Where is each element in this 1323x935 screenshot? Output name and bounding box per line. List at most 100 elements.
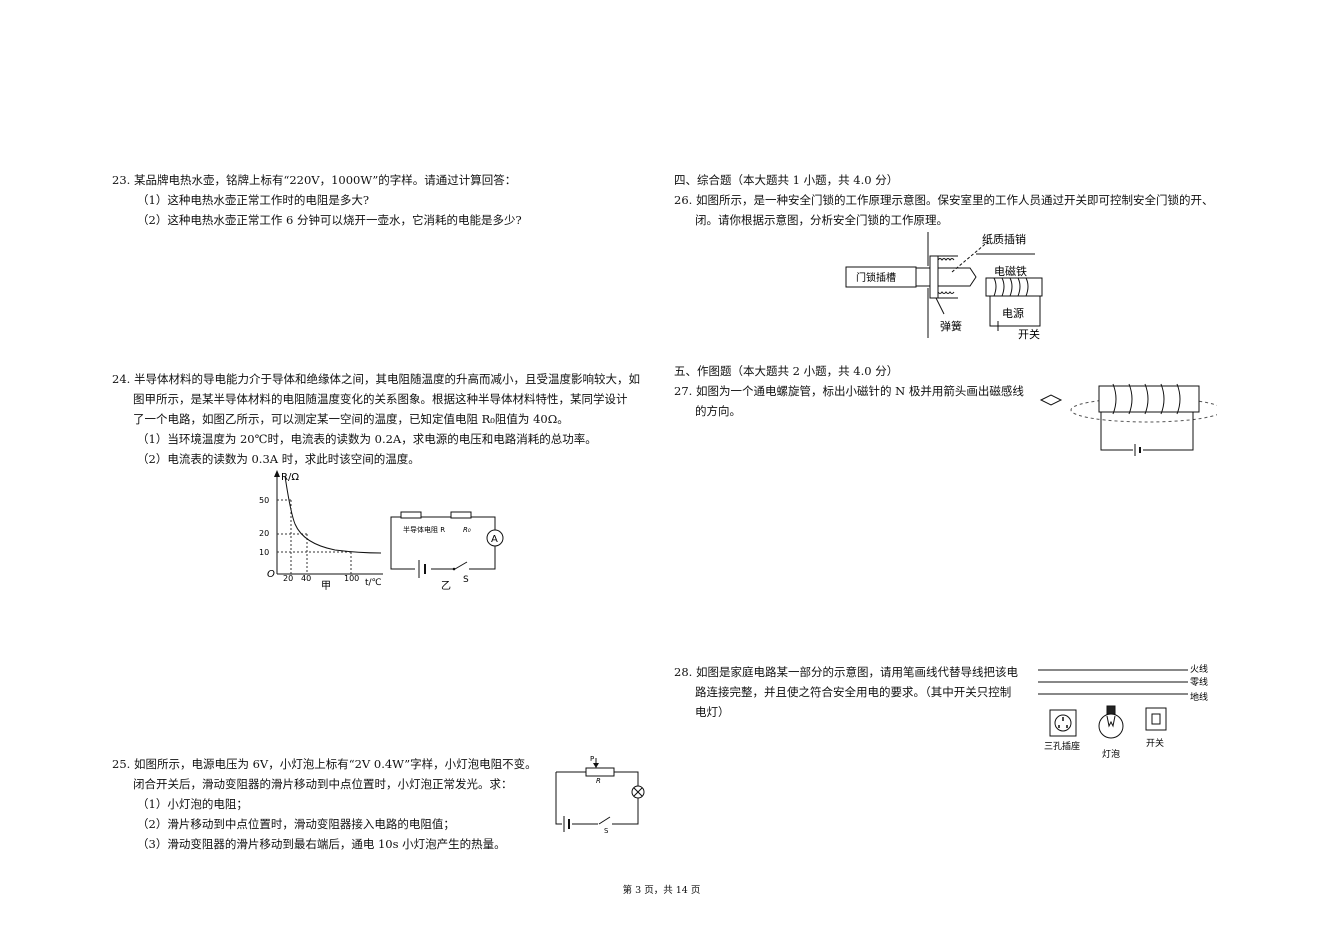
q26-line-2: 闭。请你根据示意图，分析安全门锁的工作原理。 [695, 213, 948, 227]
q25-part-1: （1）小灯泡的电阻； [137, 797, 248, 811]
section-5-title: 五、作图题（本大题共 2 小题，共 4.0 分） [674, 364, 899, 378]
neutral-label: 零线 [1190, 676, 1208, 688]
slider-arrow [593, 763, 599, 768]
switch-rocker [1151, 713, 1161, 725]
solenoid-battery-gap [1133, 444, 1143, 456]
q25-line-2: 闭合开关后，滑动变阻器的滑片移动到中点位置时，小灯泡正常发光。求： [133, 777, 513, 791]
q23-part-2: （2）这种电热水壶正常工作 6 分钟可以烧开一壶水，它消耗的电能是多少? [137, 213, 522, 227]
lamp-cross-2 [633, 787, 643, 797]
section-5: 五、作图题（本大题共 2 小题，共 4.0 分） 27. 如图为一个通电螺旋管，… [674, 361, 1234, 421]
electromagnet-coil [993, 277, 1029, 297]
q26-lock-figure: 门锁插槽 纸质插销 电磁铁 电源 开关 弹簧 [845, 232, 1043, 341]
question-23: 23. 某品牌电热水壶，铭牌上标有“220V，1000W”的字样。请通过计算回答… [112, 170, 652, 230]
circuit-caption: 乙 [441, 580, 451, 592]
spring-bottom [937, 291, 955, 294]
solenoid-coil [1112, 383, 1181, 415]
q24-circuit-figure: 半导体电阻 R R₀ A S 乙 [390, 511, 504, 592]
y-tick-10: 10 [259, 548, 269, 557]
switch-label: 开关 [1146, 737, 1164, 749]
q25-switch-gap [598, 818, 612, 826]
q25-part-2: （2）滑片移动到中点位置时，滑动变阻器接入电路的电阻值； [137, 817, 455, 831]
q24-line-2: 图甲所示，是某半导体材料的电阻随温度变化的关系图象。根据这种半导体材料特性，某同… [133, 392, 628, 406]
q25-switch-blade [598, 816, 611, 825]
bolt-plate [929, 255, 939, 299]
rheostat [585, 767, 615, 777]
bulb-glass [1098, 713, 1124, 739]
q23-stem: 23. 某品牌电热水壶，铭牌上标有“220V，1000W”的字样。请通过计算回答… [112, 173, 517, 187]
q27-solenoid-figure [1039, 383, 1217, 456]
y-axis-arrow [274, 470, 280, 477]
spring-pointer [935, 297, 945, 315]
q24-line-3: 了一个电路，如图乙所示，可以测定某一空间的温度，已知定值电阻 R₀阻值为 40Ω… [133, 412, 569, 426]
q28-household-figure: 火线 零线 地线 三孔插座 灯泡 开关 [1038, 663, 1208, 760]
resistance-curve [284, 475, 382, 554]
power-label: 电源 [1002, 306, 1024, 320]
page-footer: 第 3 页，共 14 页 [622, 885, 701, 896]
r0-resistor [450, 511, 472, 519]
q27-line-2: 的方向。 [695, 404, 741, 418]
paper-pin-label: 纸质插销 [982, 232, 1026, 246]
q25-switch-label: S [604, 827, 609, 835]
r0-label: R₀ [463, 526, 471, 534]
question-24: 24. 半导体材料的导电能力介于导体和绝缘体之间，其电阻随温度的升高而减小，且受… [112, 369, 652, 469]
x-tick-100: 100 [344, 574, 359, 583]
lock-bolt [915, 267, 977, 287]
q25-battery-gap [562, 816, 572, 830]
switch-blade [454, 561, 468, 570]
semi-resistor [400, 511, 422, 519]
compass-needle [1039, 394, 1063, 406]
x-axis-label: t/℃ [365, 578, 382, 588]
q23-part-1: （1）这种电热水壶正常工作时的电阻是多大? [137, 193, 369, 207]
question-25: 25. 如图所示，电源电压为 6V，小灯泡上标有“2V 0.4W”字样，小灯泡电… [112, 754, 652, 854]
y-tick-20: 20 [259, 529, 269, 538]
switch-gap [453, 563, 469, 573]
y-axis-label: R/Ω [281, 472, 299, 483]
lock-slot-label: 门锁插槽 [856, 271, 896, 284]
switch-label: 开关 [1018, 327, 1040, 341]
slider-label: P [590, 755, 594, 763]
origin-label: O [267, 569, 275, 580]
y-tick-50: 50 [259, 496, 269, 505]
bulb-label: 灯泡 [1102, 748, 1120, 760]
q24-part-1: （1）当环境温度为 20℃时，电流表的读数为 0.2A，求电源的电压和电路消耗的… [137, 432, 597, 446]
bulb-base [1106, 705, 1116, 715]
ammeter [486, 529, 504, 547]
semi-resistor-label: 半导体电阻 R [403, 525, 445, 534]
q25-line-1: 25. 如图所示，电源电压为 6V，小灯泡上标有“2V 0.4W”字样，小灯泡电… [112, 757, 537, 771]
bulb-filament [1106, 715, 1116, 728]
q25-part-3: （3）滑动变阻器的滑片移动到最右端后，通电 10s 小灯泡产生的热量。 [137, 837, 506, 851]
circuit-loop [390, 516, 496, 570]
q28-line-3: 电灯） [695, 705, 730, 719]
section-4-title: 四、综合题（本大题共 1 小题，共 4.0 分） [674, 173, 899, 187]
switch-label: S [463, 575, 469, 585]
q25-wire [555, 771, 639, 825]
q27-line-1: 27. 如图为一个通电螺旋管，标出小磁针的 N 极并用箭头画出磁感线 [674, 384, 1024, 398]
q26-line-1: 26. 如图所示，是一种安全门锁的工作原理示意图。保安室里的工作人员通过开关即可… [674, 193, 1214, 207]
q28-line-1: 28. 如图是家庭电路某一部分的示意图，请用笔画线代替导线把该电 [674, 665, 1018, 679]
rheostat-label: R [596, 777, 601, 785]
live-label: 火线 [1190, 663, 1208, 675]
solenoid-wire [1100, 412, 1194, 451]
spring-top [937, 258, 955, 261]
solenoid-core [1098, 385, 1200, 413]
ground-label: 地线 [1190, 691, 1208, 703]
electromagnet-core [985, 277, 1043, 297]
question-28: 28. 如图是家庭电路某一部分的示意图，请用笔画线代替导线把该电 路连接完整，并… [674, 662, 1234, 722]
electromagnet-wire [989, 296, 1041, 327]
battery-gap [415, 560, 431, 578]
q24-graph-figure: R/Ω t/℃ O 50 20 10 20 40 100 甲 [259, 470, 383, 591]
graph-caption: 甲 [321, 581, 331, 591]
switch-contact [452, 567, 456, 571]
paper-pin-pointer [951, 239, 991, 273]
q28-line-2: 路连接完整，并且使之符合安全用电的要求。（其中开关只控制 [695, 685, 1012, 699]
ammeter-label: A [491, 534, 498, 545]
q24-line-1: 24. 半导体材料的导电能力介于导体和绝缘体之间，其电阻随温度的升高而减小，且受… [112, 372, 640, 386]
x-tick-20: 20 [283, 574, 293, 583]
spring-label: 弹簧 [940, 319, 962, 333]
electromagnet-label: 电磁铁 [994, 265, 1027, 278]
socket-label: 三孔插座 [1044, 740, 1080, 752]
section-4: 四、综合题（本大题共 1 小题，共 4.0 分） 26. 如图所示，是一种安全门… [674, 170, 1234, 230]
q24-part-2: （2）电流表的读数为 0.3A 时，求此时该空间的温度。 [137, 452, 420, 466]
x-tick-40: 40 [301, 574, 311, 583]
q25-circuit-figure: P R S [555, 755, 645, 835]
